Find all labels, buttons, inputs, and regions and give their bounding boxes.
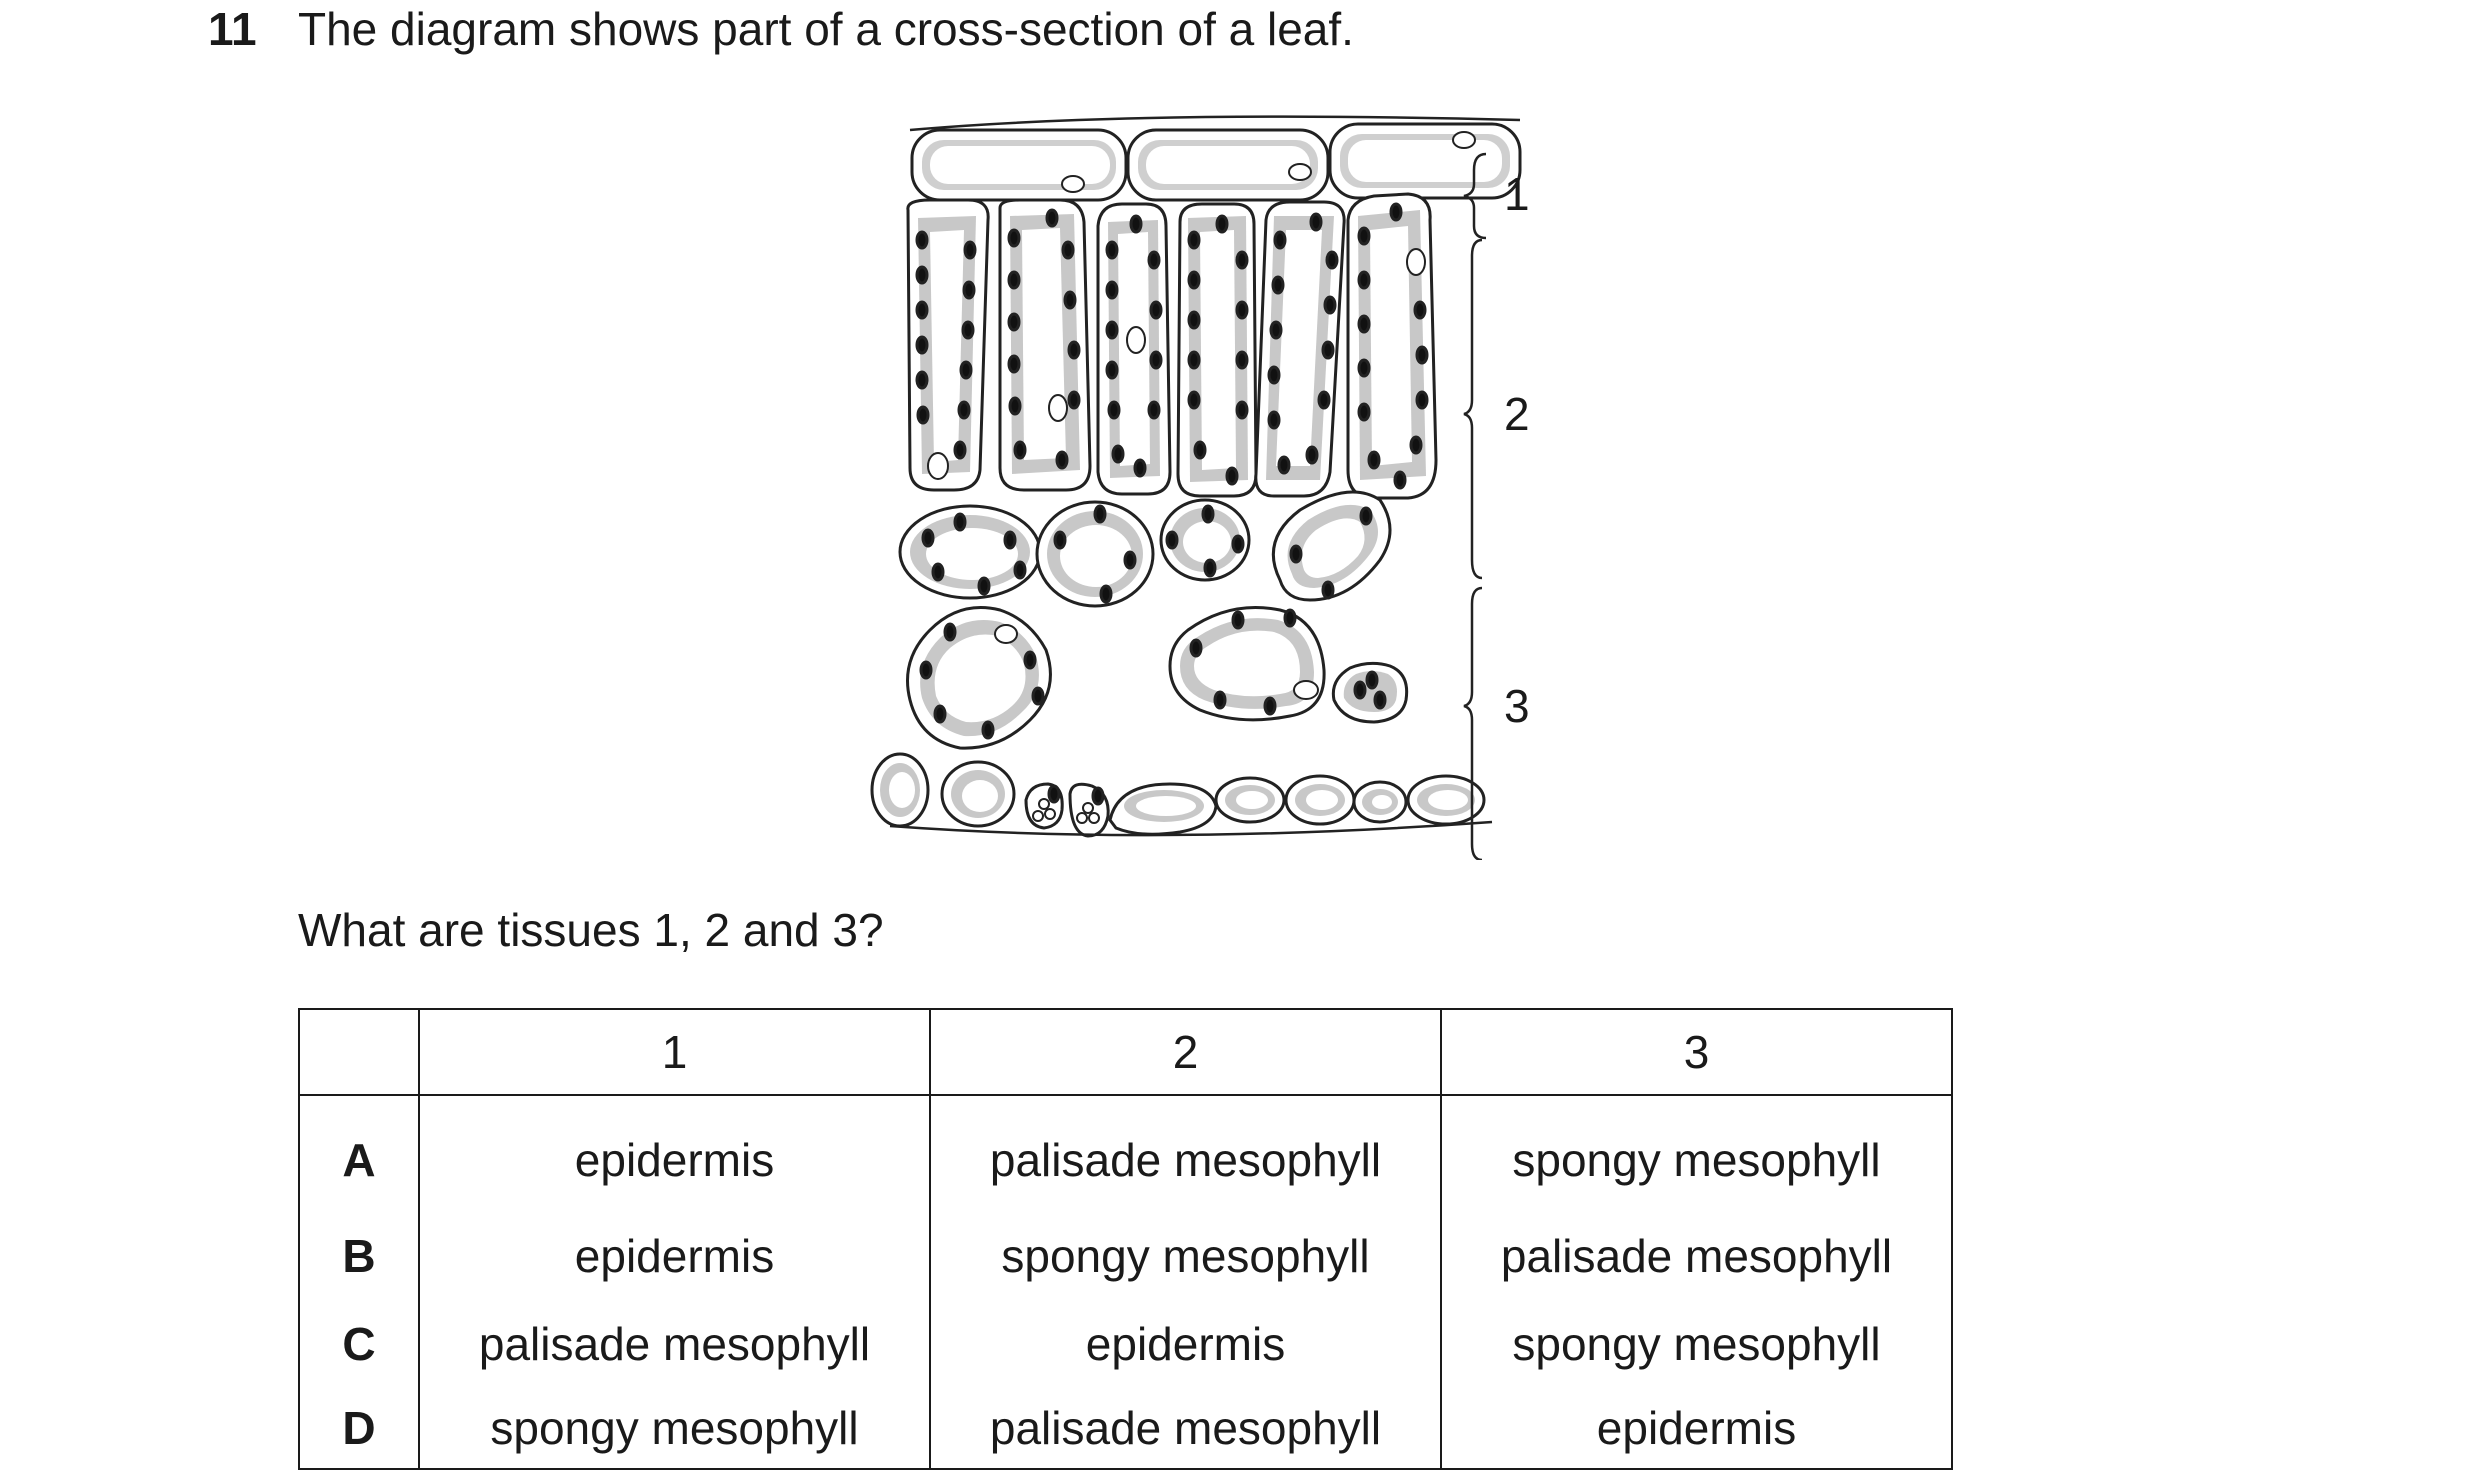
header-tissue-2: 2 <box>929 1008 1442 1096</box>
header-option <box>298 1008 420 1096</box>
cell-tissue-1: epidermis <box>418 1212 931 1300</box>
lower-epidermis <box>870 752 1493 838</box>
upper-epidermis <box>909 115 1522 202</box>
cell-tissue-1: spongy mesophyll <box>418 1388 931 1470</box>
sub-question: What are tissues 1, 2 and 3? <box>298 904 884 956</box>
question-text: The diagram shows part of a cross-sectio… <box>298 3 1354 55</box>
cell-tissue-2: palisade mesophyll <box>929 1095 1442 1212</box>
cell-tissue-2: palisade mesophyll <box>929 1388 1442 1470</box>
label-3: 3 <box>1504 680 1530 732</box>
option-letter[interactable]: D <box>298 1388 420 1470</box>
table-row[interactable]: B epidermis spongy mesophyll palisade me… <box>298 1212 1953 1300</box>
label-1: 1 <box>1504 168 1530 220</box>
cell-tissue-1: palisade mesophyll <box>418 1300 931 1388</box>
cell-tissue-1: epidermis <box>418 1095 931 1212</box>
cell-tissue-2: epidermis <box>929 1300 1442 1388</box>
table-row[interactable]: C palisade mesophyll epidermis spongy me… <box>298 1300 1953 1388</box>
table-header-row: 1 2 3 <box>298 1008 1953 1096</box>
spongy-mesophyll <box>898 490 1409 750</box>
bracket-3 <box>1463 586 1483 860</box>
table-row[interactable]: A epidermis palisade mesophyll spongy me… <box>298 1095 1953 1212</box>
leaf-diagram-svg: 1 2 3 <box>870 115 1530 860</box>
cell-tissue-3: spongy mesophyll <box>1440 1300 1953 1388</box>
label-2: 2 <box>1504 388 1530 440</box>
label-brackets <box>1463 152 1487 860</box>
option-letter[interactable]: C <box>298 1300 420 1388</box>
palisade-mesophyll <box>906 192 1438 500</box>
cell-tissue-3: palisade mesophyll <box>1440 1212 1953 1300</box>
bracket-1 <box>1463 152 1487 240</box>
table-row[interactable]: D spongy mesophyll palisade mesophyll ep… <box>298 1388 1953 1470</box>
header-tissue-1: 1 <box>418 1008 931 1096</box>
bracket-2 <box>1463 238 1483 580</box>
answer-table: 1 2 3 A epidermis palisade mesophyll spo… <box>298 1008 1953 1470</box>
question-number: 11 <box>208 3 257 55</box>
cell-tissue-2: spongy mesophyll <box>929 1212 1442 1300</box>
option-letter[interactable]: A <box>298 1095 420 1212</box>
header-tissue-3: 3 <box>1440 1008 1953 1096</box>
cell-tissue-3: epidermis <box>1440 1388 1953 1470</box>
cell-tissue-3: spongy mesophyll <box>1440 1095 1953 1212</box>
leaf-cross-section-diagram: 1 2 3 <box>860 100 1640 860</box>
option-letter[interactable]: B <box>298 1212 420 1300</box>
